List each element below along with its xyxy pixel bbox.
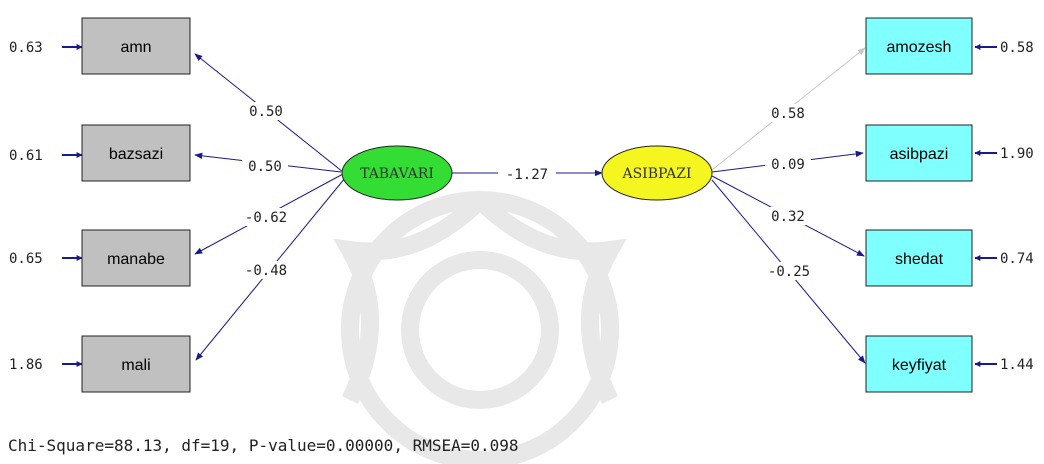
watermark-ornament xyxy=(333,191,627,464)
indicator-label-asibpazi: asibpazi xyxy=(890,146,949,163)
indicator-label-bazsazi: bazsazi xyxy=(109,146,163,163)
loading-value-manabe: -0.62 xyxy=(238,208,294,226)
error-value-shedat: 0.74 xyxy=(1000,251,1034,267)
indicator-label-keyfiyat: keyfiyat xyxy=(892,357,947,374)
svg-text:-1.27: -1.27 xyxy=(506,167,548,183)
latent-label-tabavari: TABAVARI xyxy=(360,166,434,182)
svg-text:0.32: 0.32 xyxy=(771,209,805,225)
loading-value-amn: 0.50 xyxy=(243,102,289,120)
fit-statistics: Chi-Square=88.13, df=19, P-value=0.00000… xyxy=(8,436,519,455)
error-value-mali: 1.86 xyxy=(9,357,43,373)
error-value-bazsazi: 0.61 xyxy=(9,148,43,164)
svg-text:0.58: 0.58 xyxy=(771,106,805,122)
svg-text:0.50: 0.50 xyxy=(249,104,283,120)
loading-value-shedat: 0.32 xyxy=(765,207,811,225)
indicator-box-asibpazi: asibpazi xyxy=(865,124,973,182)
indicator-box-manabe: manabe xyxy=(81,229,191,287)
indicator-box-shedat: shedat xyxy=(865,229,973,287)
indicator-box-bazsazi: bazsazi xyxy=(81,124,191,182)
latent-label-asibpazi: ASIBPAZI xyxy=(621,166,691,182)
loading-value-keyfiyat: -0.25 xyxy=(760,262,818,280)
svg-text:-0.48: -0.48 xyxy=(245,263,287,279)
error-value-amozesh: 0.58 xyxy=(1000,40,1034,56)
indicator-box-amozesh: amozesh xyxy=(865,17,973,75)
indicator-box-keyfiyat: keyfiyat xyxy=(865,335,973,393)
loading-value-bazsazi: 0.50 xyxy=(242,157,288,175)
loading-value-mali: -0.48 xyxy=(238,261,294,279)
error-value-amn: 0.63 xyxy=(9,40,43,56)
indicator-label-amozesh: amozesh xyxy=(887,39,952,56)
indicator-label-amn: amn xyxy=(120,39,151,56)
indicator-label-manabe: manabe xyxy=(107,251,165,268)
error-value-keyfiyat: 1.44 xyxy=(1000,357,1034,373)
error-value-asibpazi: 1.90 xyxy=(1000,146,1034,162)
structural-value: -1.27 xyxy=(498,165,556,183)
svg-text:0.50: 0.50 xyxy=(248,159,282,175)
loading-value-amozesh: 0.58 xyxy=(765,104,811,122)
error-value-manabe: 0.65 xyxy=(9,251,43,267)
svg-text:-0.25: -0.25 xyxy=(768,264,810,280)
indicator-box-mali: mali xyxy=(81,335,191,393)
indicator-label-shedat: shedat xyxy=(895,251,944,268)
svg-text:0.09: 0.09 xyxy=(771,157,805,173)
indicator-box-amn: amn xyxy=(81,17,191,75)
indicator-label-mali: mali xyxy=(121,357,150,374)
latent-tabavari: TABAVARI xyxy=(341,145,453,201)
latent-asibpazi: ASIBPAZI xyxy=(601,145,713,201)
svg-text:-0.62: -0.62 xyxy=(245,210,287,226)
loading-value-asibpazi: 0.09 xyxy=(765,155,811,173)
